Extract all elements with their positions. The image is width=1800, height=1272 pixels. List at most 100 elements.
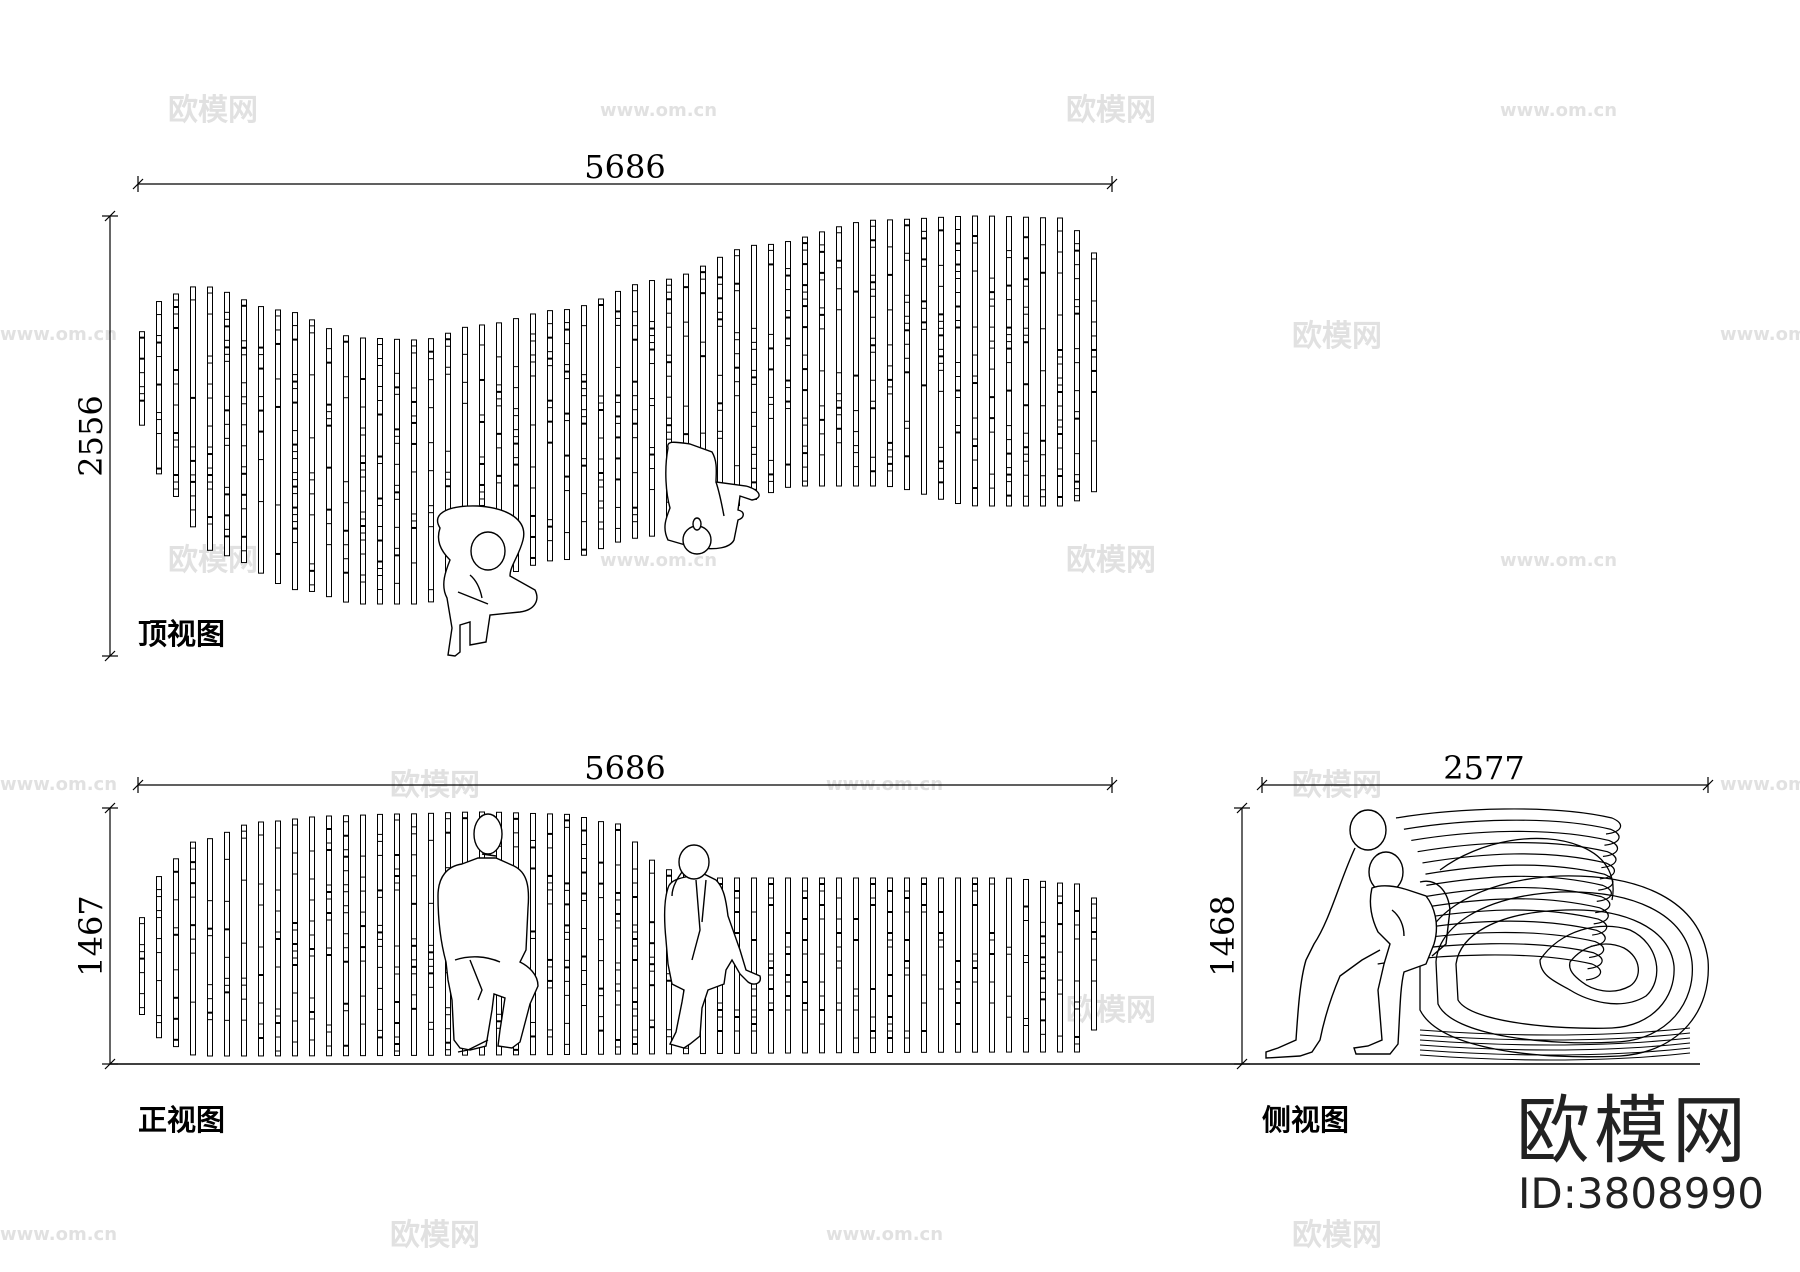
contour-line: [1426, 875, 1612, 902]
slat: [802, 877, 808, 1054]
watermark-logo: 欧模网: [1292, 319, 1382, 354]
slat: [377, 813, 383, 1057]
contour-line: [1425, 864, 1614, 891]
slat: [343, 815, 349, 1057]
front-view: 5686 1467 正视图: [72, 749, 1700, 1137]
contour-line: [1388, 943, 1603, 970]
slat: [156, 876, 162, 1039]
slat: [955, 215, 961, 505]
slat: [802, 236, 808, 487]
base-contour: [1419, 1052, 1691, 1061]
slat: [530, 812, 536, 1056]
brand-id: ID:3808990: [1518, 1169, 1764, 1218]
slat: [785, 877, 791, 1054]
slat: [513, 318, 519, 572]
slat: [649, 280, 655, 537]
slat: [938, 877, 944, 1053]
watermark-logo: 欧模网: [1066, 93, 1156, 128]
slat: [547, 310, 553, 562]
front-view-label: 正视图: [138, 1103, 225, 1137]
slat: [887, 877, 893, 1053]
slat: [734, 249, 740, 506]
slat: [275, 309, 281, 585]
seated-person-front-1: [437, 813, 539, 1053]
slat: [870, 219, 876, 487]
slat: [751, 244, 757, 500]
slat: [887, 219, 893, 488]
seated-person-top-1: [437, 505, 538, 657]
watermark-logo: 欧模网: [168, 93, 258, 128]
slat: [1091, 897, 1097, 1031]
slat: [394, 338, 400, 605]
slat: [615, 823, 621, 1055]
seated-person-front-2: [663, 844, 762, 1049]
slat: [258, 306, 264, 574]
slat: [819, 231, 825, 487]
slat: [156, 301, 162, 475]
contour-line: [1407, 920, 1606, 947]
watermark-logo: 欧模网: [1066, 543, 1156, 578]
slat: [309, 816, 315, 1057]
slat: [972, 215, 978, 507]
top-view-label: 顶视图: [138, 617, 225, 651]
top-view: 5686 2556 顶视图: [72, 148, 1118, 662]
contour-line: [1421, 898, 1609, 925]
front-view-slats: [139, 811, 1097, 1057]
slat: [190, 286, 196, 528]
brand-name: 欧模网: [1516, 1088, 1750, 1174]
contour-line: [1417, 842, 1617, 869]
watermark-url: www.om.cn: [826, 1224, 943, 1245]
slat: [190, 841, 196, 1056]
side-height-dimension: [1234, 802, 1250, 1070]
slat: [904, 877, 910, 1053]
slat: [1023, 878, 1029, 1053]
top-view-slats: [139, 215, 1097, 605]
slat: [581, 305, 587, 556]
front-width-dimension: [132, 777, 1118, 793]
base-contour: [1419, 1042, 1691, 1051]
slat: [785, 241, 791, 488]
top-width-label: 5686: [584, 148, 665, 186]
slat: [938, 216, 944, 500]
watermark-logo: 欧模网: [1066, 993, 1156, 1028]
slat: [921, 877, 927, 1053]
slat: [1023, 216, 1029, 507]
watermark-url: www.om.cn: [0, 324, 117, 345]
slat: [972, 877, 978, 1053]
watermark-logo: 欧模网: [1292, 1218, 1382, 1253]
slat: [819, 877, 825, 1054]
contour-line: [1403, 819, 1620, 846]
slat: [326, 815, 332, 1057]
slat: [258, 821, 264, 1057]
slat: [343, 335, 349, 603]
slat: [564, 813, 570, 1055]
slat: [1074, 230, 1080, 502]
base-contour: [1419, 1037, 1691, 1046]
contour-line: [1424, 886, 1611, 914]
slat: [1074, 883, 1080, 1053]
watermark-url: www.om.cn: [600, 550, 717, 571]
side-width-dimension: [1256, 777, 1714, 793]
contour-line: [1395, 808, 1622, 835]
bench-side-profile: [1377, 808, 1709, 1061]
side-view: 2577 1468 侧视图: [1204, 749, 1714, 1137]
slat: [1057, 217, 1063, 507]
seated-person-side-front: [1353, 851, 1451, 1055]
slat: [173, 293, 179, 497]
contour-line: [1415, 909, 1608, 936]
watermark-url: www.om.cn: [600, 100, 717, 121]
watermark-url: www.om.cn: [1500, 550, 1617, 571]
slat: [768, 877, 774, 1054]
slat: [955, 877, 961, 1053]
slat: [751, 877, 757, 1054]
slat: [598, 821, 604, 1055]
slat: [530, 313, 536, 566]
brand-block: 欧模网 ID:3808990: [1516, 1088, 1764, 1218]
top-height-label: 2556: [72, 395, 110, 476]
slat: [564, 309, 570, 561]
slat: [428, 812, 434, 1056]
slat: [394, 813, 400, 1056]
contour-line: [1411, 830, 1618, 858]
slat: [377, 338, 383, 605]
slat: [921, 217, 927, 495]
